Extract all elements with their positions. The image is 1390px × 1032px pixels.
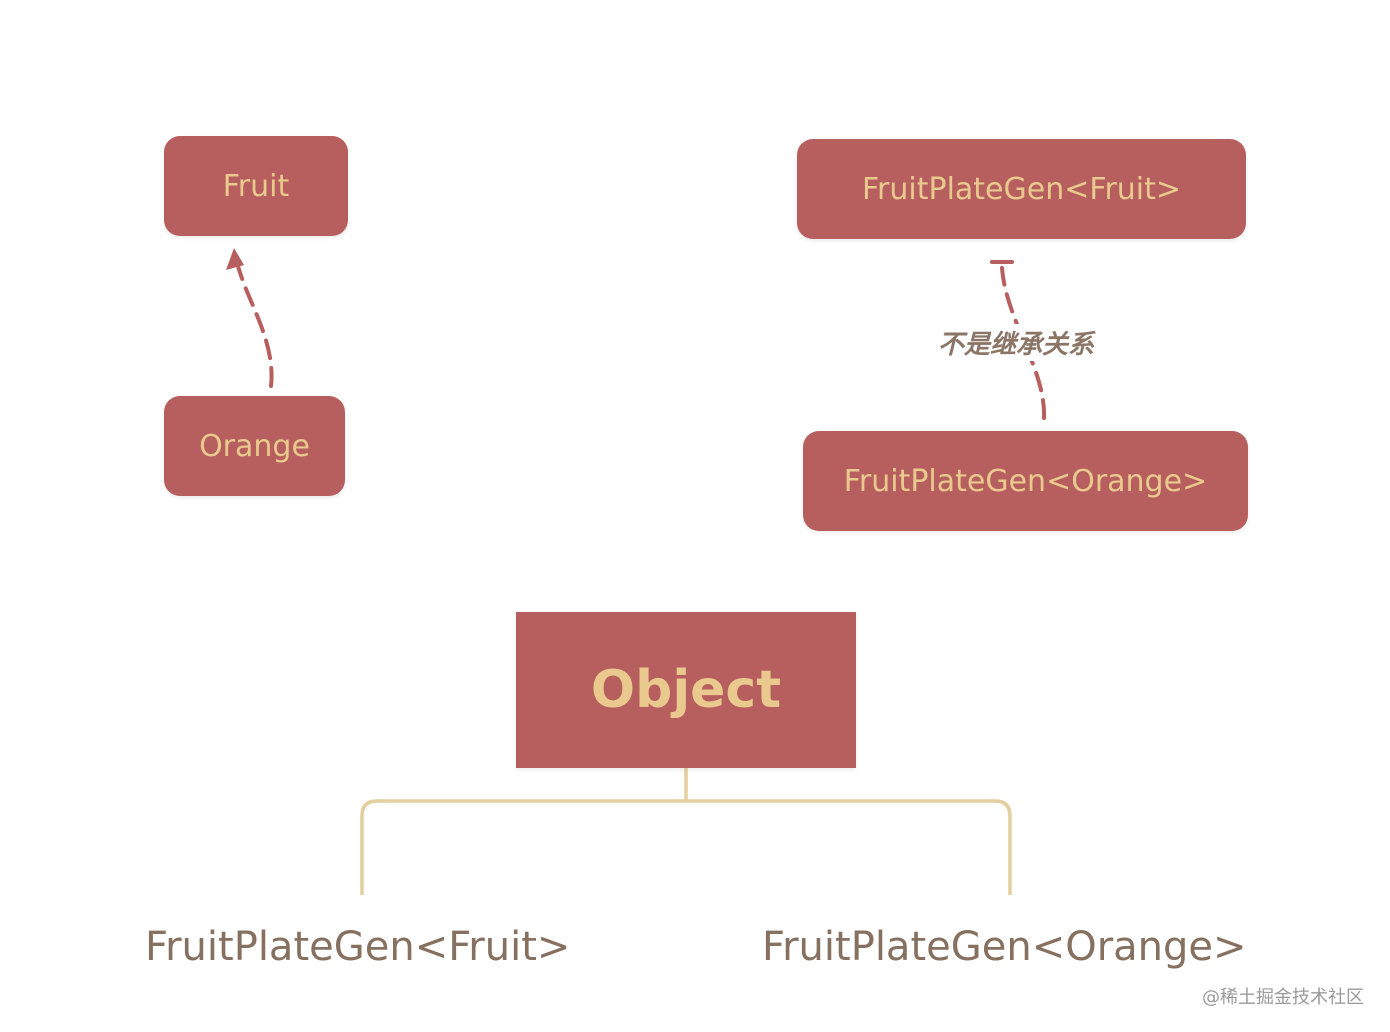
node-fruit-label: Fruit	[222, 168, 290, 204]
tree-child-right: FruitPlateGen<Orange>	[762, 924, 1247, 970]
node-fruit: Fruit	[164, 136, 348, 236]
node-object: Object	[516, 612, 856, 768]
node-object-label: Object	[590, 660, 782, 720]
watermark: @稀土掘金技术社区	[1202, 987, 1364, 1008]
arrowhead-fruit	[226, 248, 244, 270]
tree-child-left: FruitPlateGen<Fruit>	[145, 924, 571, 970]
node-orange-label: Orange	[199, 428, 310, 464]
node-orange: Orange	[164, 396, 345, 496]
node-fruitplategen-orange: FruitPlateGen<Orange>	[803, 431, 1248, 531]
tree-connector	[360, 768, 1012, 895]
node-fruitplategen-fruit: FruitPlateGen<Fruit>	[797, 139, 1246, 239]
inheritance-arrow-orange-fruit	[235, 260, 274, 388]
non-inheritance-arrow	[1000, 266, 1047, 420]
node-fruitplategen-orange-label: FruitPlateGen<Orange>	[843, 463, 1208, 499]
node-fruitplategen-fruit-label: FruitPlateGen<Fruit>	[861, 171, 1182, 207]
edge-note: 不是继承关系	[936, 324, 1097, 361]
